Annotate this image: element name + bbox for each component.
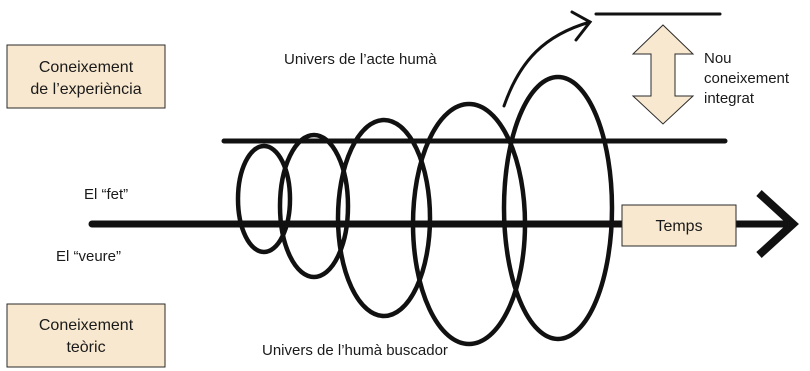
escape-arrowhead xyxy=(570,10,593,42)
spiral-loop-1 xyxy=(235,143,293,255)
theoretical-knowledge-line2: teòric xyxy=(66,339,105,356)
universe-human-seeker-label: Univers de l’humà buscador xyxy=(262,342,448,359)
new-knowledge-line3: integrat xyxy=(704,90,755,107)
experience-knowledge-line1: Coneixement xyxy=(39,59,134,76)
double-headed-arrow-icon xyxy=(631,24,695,125)
universe-human-act-label: Univers de l’acte humà xyxy=(284,51,437,68)
spiral-loop-2 xyxy=(277,132,351,280)
time-axis-arrowhead xyxy=(756,190,799,258)
new-knowledge-line2: coneixement xyxy=(704,70,790,87)
spiral-loop-3 xyxy=(335,117,433,319)
experience-knowledge-box xyxy=(6,44,166,109)
new-knowledge-line1: Nou xyxy=(704,50,732,67)
theoretical-knowledge-line1: Coneixement xyxy=(39,317,134,334)
theoretical-knowledge-box xyxy=(6,303,166,368)
time-label: Temps xyxy=(655,218,702,235)
fact-label: El “fet” xyxy=(84,186,128,203)
spiral-loops xyxy=(235,74,615,347)
time-box xyxy=(621,204,737,247)
escape-curve-arrow xyxy=(502,20,592,108)
seeing-label: El “veure” xyxy=(56,248,121,265)
spiral-loop-5 xyxy=(501,74,615,342)
experience-knowledge-line2: de l’experiència xyxy=(30,81,141,98)
